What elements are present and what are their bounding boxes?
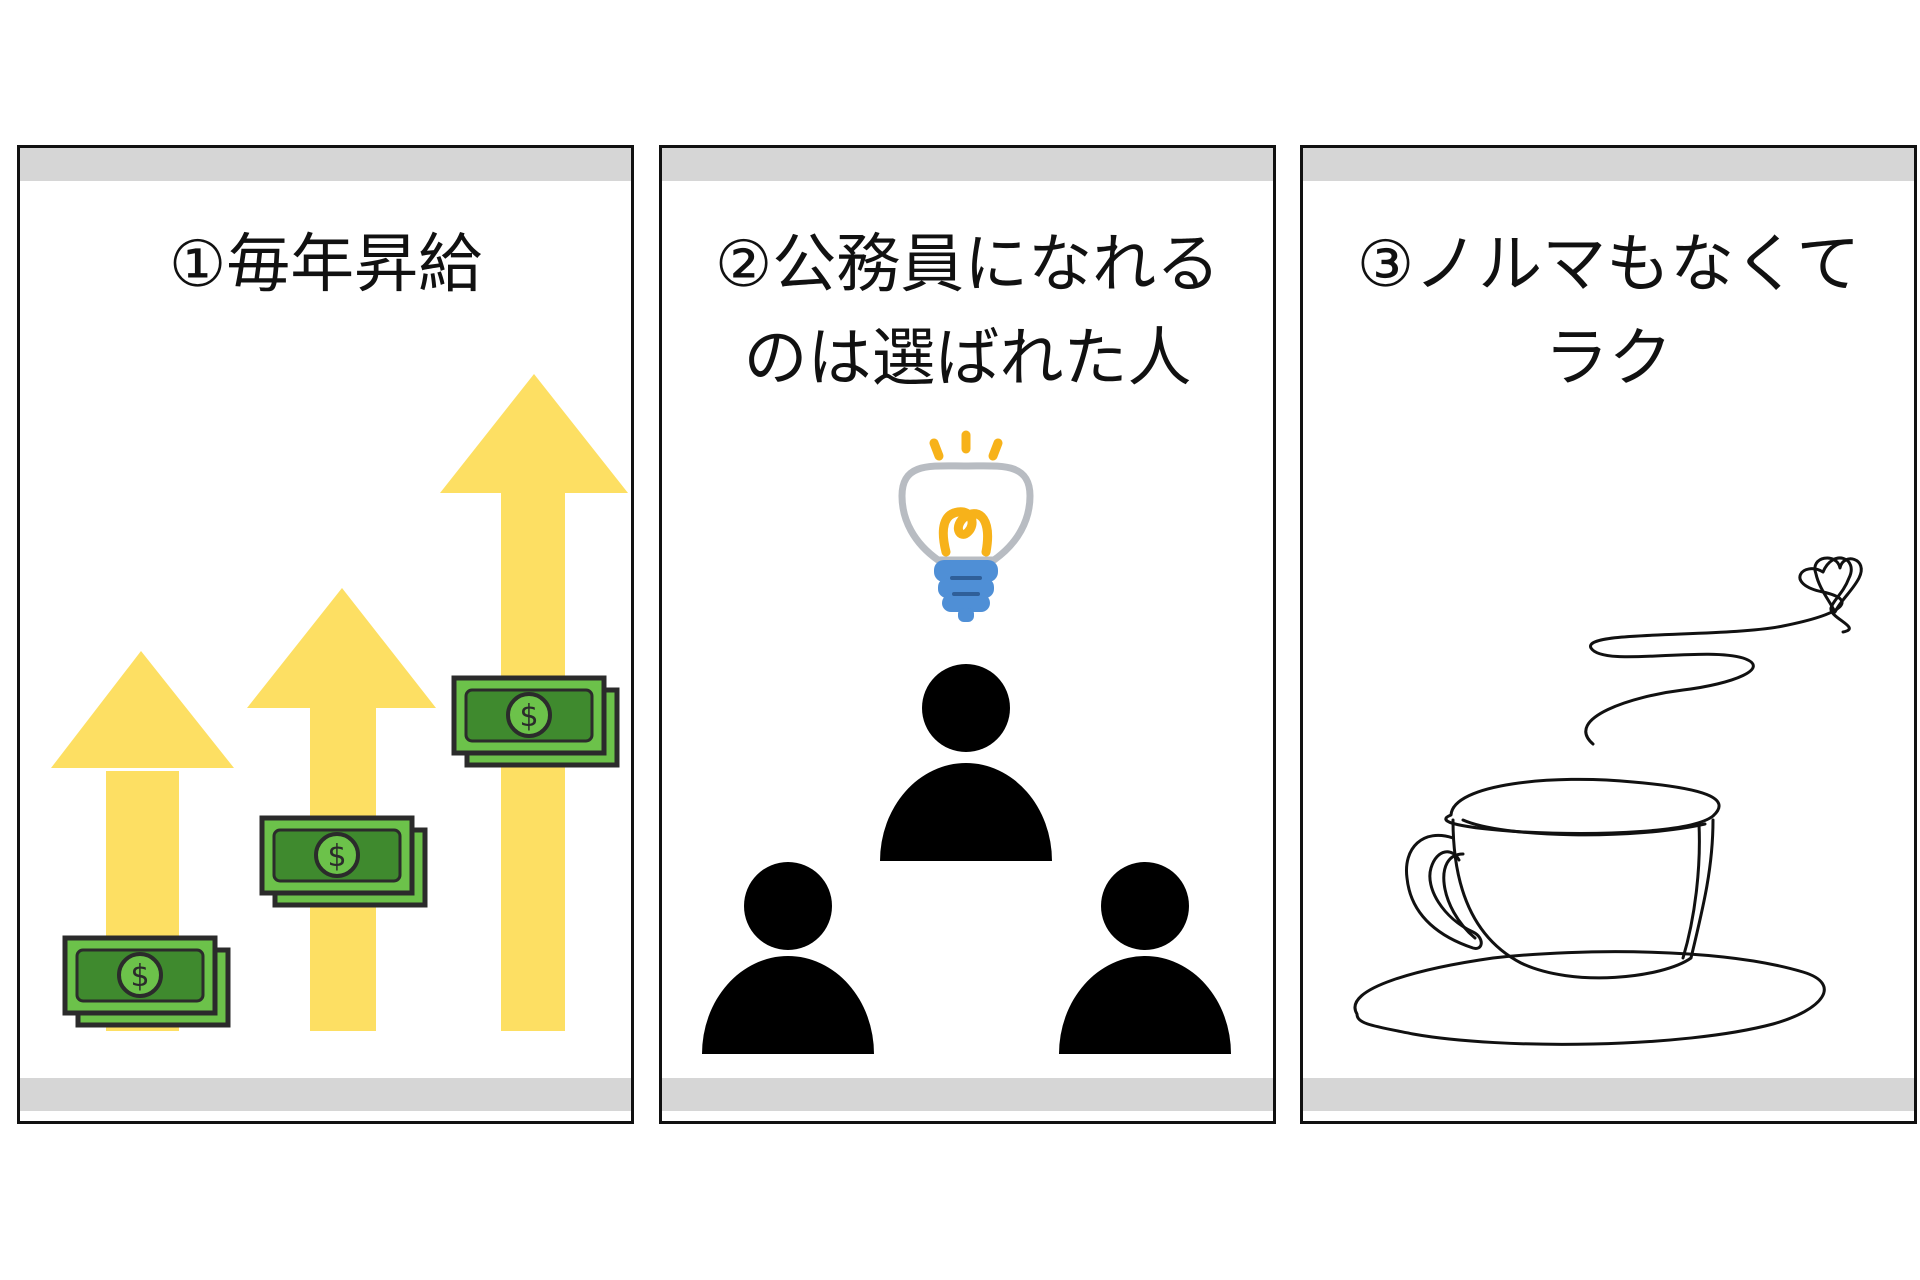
panel-top-band — [20, 148, 631, 181]
panel-selected-people: ②公務員になれる のは選ばれた人 — [659, 145, 1276, 1124]
people-lightbulb-illustration — [702, 430, 1231, 1054]
cup-rim — [1444, 777, 1721, 835]
money-icon: $ — [62, 935, 231, 1028]
money-icon: $ — [451, 675, 620, 768]
panel-title-line: ③ノルマもなくて — [1356, 228, 1861, 302]
panel-annual-raise: ①毎年昇給 $ $ — [17, 145, 634, 1124]
coffee-cup-illustration — [1353, 556, 1863, 1046]
panel-title: ②公務員になれる のは選ばれた人 — [662, 218, 1273, 406]
steam-line — [1584, 556, 1853, 746]
panel-title-line: ラク — [1544, 322, 1673, 396]
saucer — [1353, 950, 1826, 1046]
panel-title: ③ノルマもなくて ラク — [1303, 218, 1914, 406]
heart-icon — [1813, 556, 1863, 614]
panel-no-quota: ③ノルマもなくて ラク — [1300, 145, 1917, 1124]
cup-body — [1451, 818, 1715, 980]
arrow-medium — [247, 588, 436, 1031]
person-icon — [702, 862, 874, 1054]
panel-title-line: ①毎年昇給 — [168, 228, 483, 302]
money-icon: $ — [259, 815, 428, 908]
cup-handle — [1405, 833, 1483, 950]
panel-top-band — [662, 148, 1273, 181]
rising-arrows-illustration: $ $ $ — [51, 374, 628, 1031]
panel-bottom-band — [662, 1078, 1273, 1111]
svg-text:$: $ — [327, 839, 346, 874]
svg-text:$: $ — [130, 959, 149, 994]
panel-title-line: ②公務員になれる — [714, 228, 1221, 302]
panel-bottom-band — [20, 1078, 631, 1111]
svg-text:$: $ — [519, 699, 538, 734]
person-icon — [1059, 862, 1231, 1054]
lightbulb-icon — [898, 430, 1034, 622]
panel-title: ①毎年昇給 — [20, 218, 631, 312]
panel-bottom-band — [1303, 1078, 1914, 1111]
panel-title-line: のは選ばれた人 — [743, 322, 1192, 396]
panel-top-band — [1303, 148, 1914, 181]
person-icon — [880, 664, 1052, 861]
